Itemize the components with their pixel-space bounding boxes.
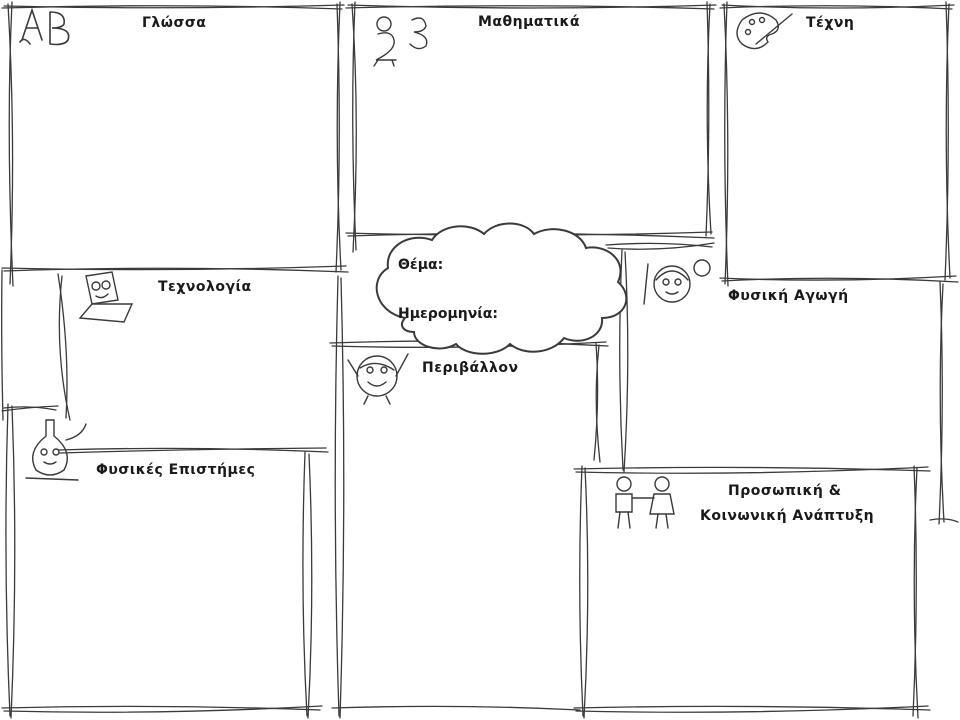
environment-box-border <box>329 275 609 719</box>
personal-development-title-line2: Κοινωνική Ανάπτυξη <box>700 508 875 524</box>
globe-icon <box>347 353 409 405</box>
topic-cloud <box>375 222 628 355</box>
language-title: Γλώσσα <box>142 15 207 31</box>
technology-box-border <box>1 269 329 454</box>
laptop-icon <box>78 271 134 323</box>
baseball-icon <box>643 259 711 305</box>
date-label: Ημερομηνία: <box>398 306 498 322</box>
flask-icon <box>25 419 87 481</box>
math-title: Μαθηματικά <box>478 14 581 30</box>
topic-label: Θέμα: <box>398 257 444 273</box>
art-box-border <box>719 1 959 287</box>
children-icon <box>615 476 675 529</box>
physical-education-box-border <box>605 242 959 525</box>
paint-palette-icon <box>736 12 793 50</box>
math-box-border <box>345 1 717 253</box>
art-title: Τέχνη <box>806 15 855 31</box>
technology-title: Τεχνολογία <box>158 279 252 295</box>
personal-development-title-line1: Προσωπική & <box>728 483 842 499</box>
science-box-border <box>1 403 323 719</box>
personal-development-box-border <box>573 465 931 719</box>
physical-education-title: Φυσική Αγωγή <box>728 288 849 304</box>
environment-title: Περιβάλλον <box>422 360 519 376</box>
language-box-border <box>1 1 349 287</box>
ab-letters-icon <box>19 7 70 46</box>
science-title: Φυσικές Επιστήμες <box>96 462 256 478</box>
numbers-icon <box>373 16 428 67</box>
